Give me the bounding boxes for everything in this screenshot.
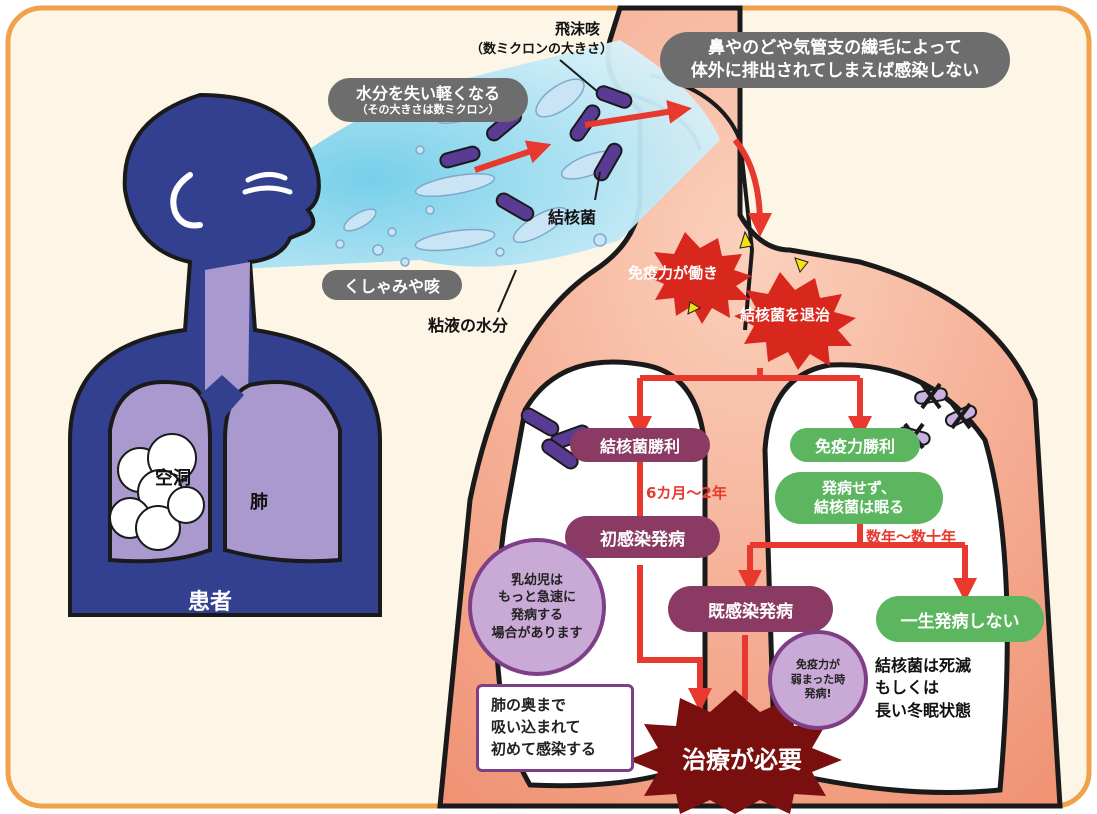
droplet-label-line1: 飛沫咳 — [555, 18, 600, 39]
cilia-note: 鼻やのどや気管支の繊毛によって 体外に排出されてしまえば感染しない — [660, 32, 1010, 88]
fate-note-line3: 長い冬眠状態 — [875, 700, 971, 722]
primary-onset-pill: 初感染発病 — [565, 516, 720, 558]
infant-note: 乳幼児は もっと急速に 発病する 場合があります — [468, 538, 606, 676]
cilia-note-line1: 鼻やのどや気管支の繊毛によって — [708, 37, 962, 60]
weak-immune-line1: 免疫力が — [796, 658, 840, 673]
fate-note: 結核菌は死滅 もしくは 長い冬眠状態 — [875, 655, 971, 722]
period-short: 6カ月〜2年 — [646, 482, 727, 503]
moisture-label: 水分を失い軽くなる （その大きさは数ミクロン） — [328, 78, 528, 122]
period-long: 数年〜数十年 — [866, 526, 956, 547]
dormant-pill: 発病せず、 結核菌は眠る — [775, 472, 943, 524]
dormant-line2: 結核菌は眠る — [814, 498, 904, 518]
weak-immune-line2: 弱まった時 — [791, 673, 846, 688]
weak-immune-line3: 発病! — [804, 687, 831, 702]
droplet-label-line2: （数ミクロンの大きさ） — [470, 38, 613, 57]
sneeze-label: くしゃみや咳 — [322, 270, 462, 300]
moisture-label-line2: （その大きさは数ミクロン） — [357, 103, 500, 116]
deep-note-line2: 吸い込まれて — [491, 717, 619, 739]
deep-note-line3: 初めて感染する — [491, 739, 619, 761]
deep-note-line1: 肺の奥まで — [491, 695, 619, 717]
dormant-line1: 発病せず、 — [822, 479, 896, 499]
fate-note-line1: 結核菌は死滅 — [875, 655, 971, 677]
treatment-label: 治療が必要 — [682, 740, 802, 775]
mucus-label: 粘液の水分 — [428, 312, 508, 336]
bacteria-defeated-label: 結核菌を退治 — [740, 304, 830, 325]
cilia-note-line2: 体外に排出されてしまえば感染しない — [691, 60, 980, 83]
bacteria-label: 結核菌 — [548, 204, 596, 228]
lung-label: 肺 — [250, 488, 268, 514]
patient-label: 患者 — [188, 584, 232, 616]
infant-note-line4: 場合があります — [491, 625, 582, 643]
immune-win-pill: 免疫力勝利 — [790, 428, 920, 462]
infant-note-line2: もっと急速に — [498, 589, 576, 607]
infant-note-line1: 乳幼児は — [511, 572, 563, 590]
deep-note: 肺の奥まで 吸い込まれて 初めて感染する — [476, 684, 634, 772]
weak-immune-note: 免疫力が 弱まった時 発病! — [768, 630, 868, 730]
immune-action-label: 免疫力が働き — [628, 262, 718, 283]
reactivation-pill: 既感染発病 — [668, 586, 833, 632]
infant-note-line3: 発病する — [511, 607, 563, 625]
moisture-label-line1: 水分を失い軽くなる — [356, 84, 500, 103]
cavity-label: 空洞 — [155, 464, 191, 490]
fate-note-line2: もしくは — [875, 677, 971, 699]
never-onset-pill: 一生発病しない — [876, 596, 1044, 642]
bacteria-win-pill: 結核菌勝利 — [570, 428, 710, 462]
